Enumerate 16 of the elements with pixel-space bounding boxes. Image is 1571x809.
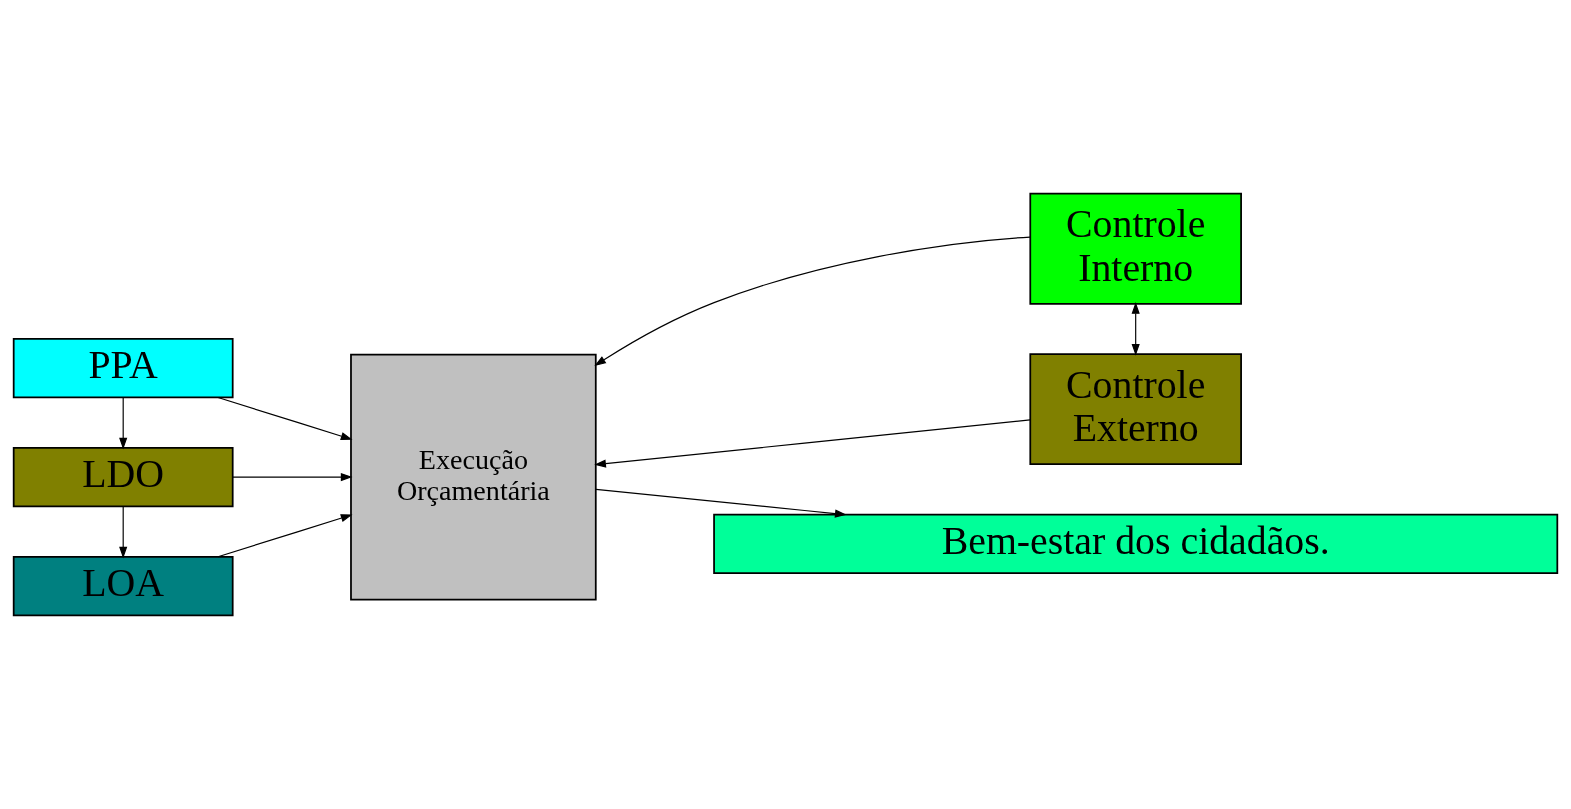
node-box: Controle Interno xyxy=(1029,192,1242,305)
arrow xyxy=(594,236,1031,367)
node-box: PPA xyxy=(12,338,234,399)
arrow xyxy=(594,419,1031,468)
node-box: Controle Externo xyxy=(1029,353,1242,466)
arrow xyxy=(217,514,353,558)
node-box: LDO xyxy=(12,446,234,508)
node-box: LOA xyxy=(12,555,234,617)
arrow xyxy=(217,396,353,441)
node-box: Execução Orçamentária xyxy=(350,353,597,601)
arrow xyxy=(595,488,847,518)
arrow xyxy=(119,397,128,450)
arrow xyxy=(119,506,128,559)
arrow xyxy=(1131,302,1140,356)
arrow xyxy=(232,473,353,482)
node-box: Bem-estar dos cidadãos. xyxy=(713,513,1559,575)
